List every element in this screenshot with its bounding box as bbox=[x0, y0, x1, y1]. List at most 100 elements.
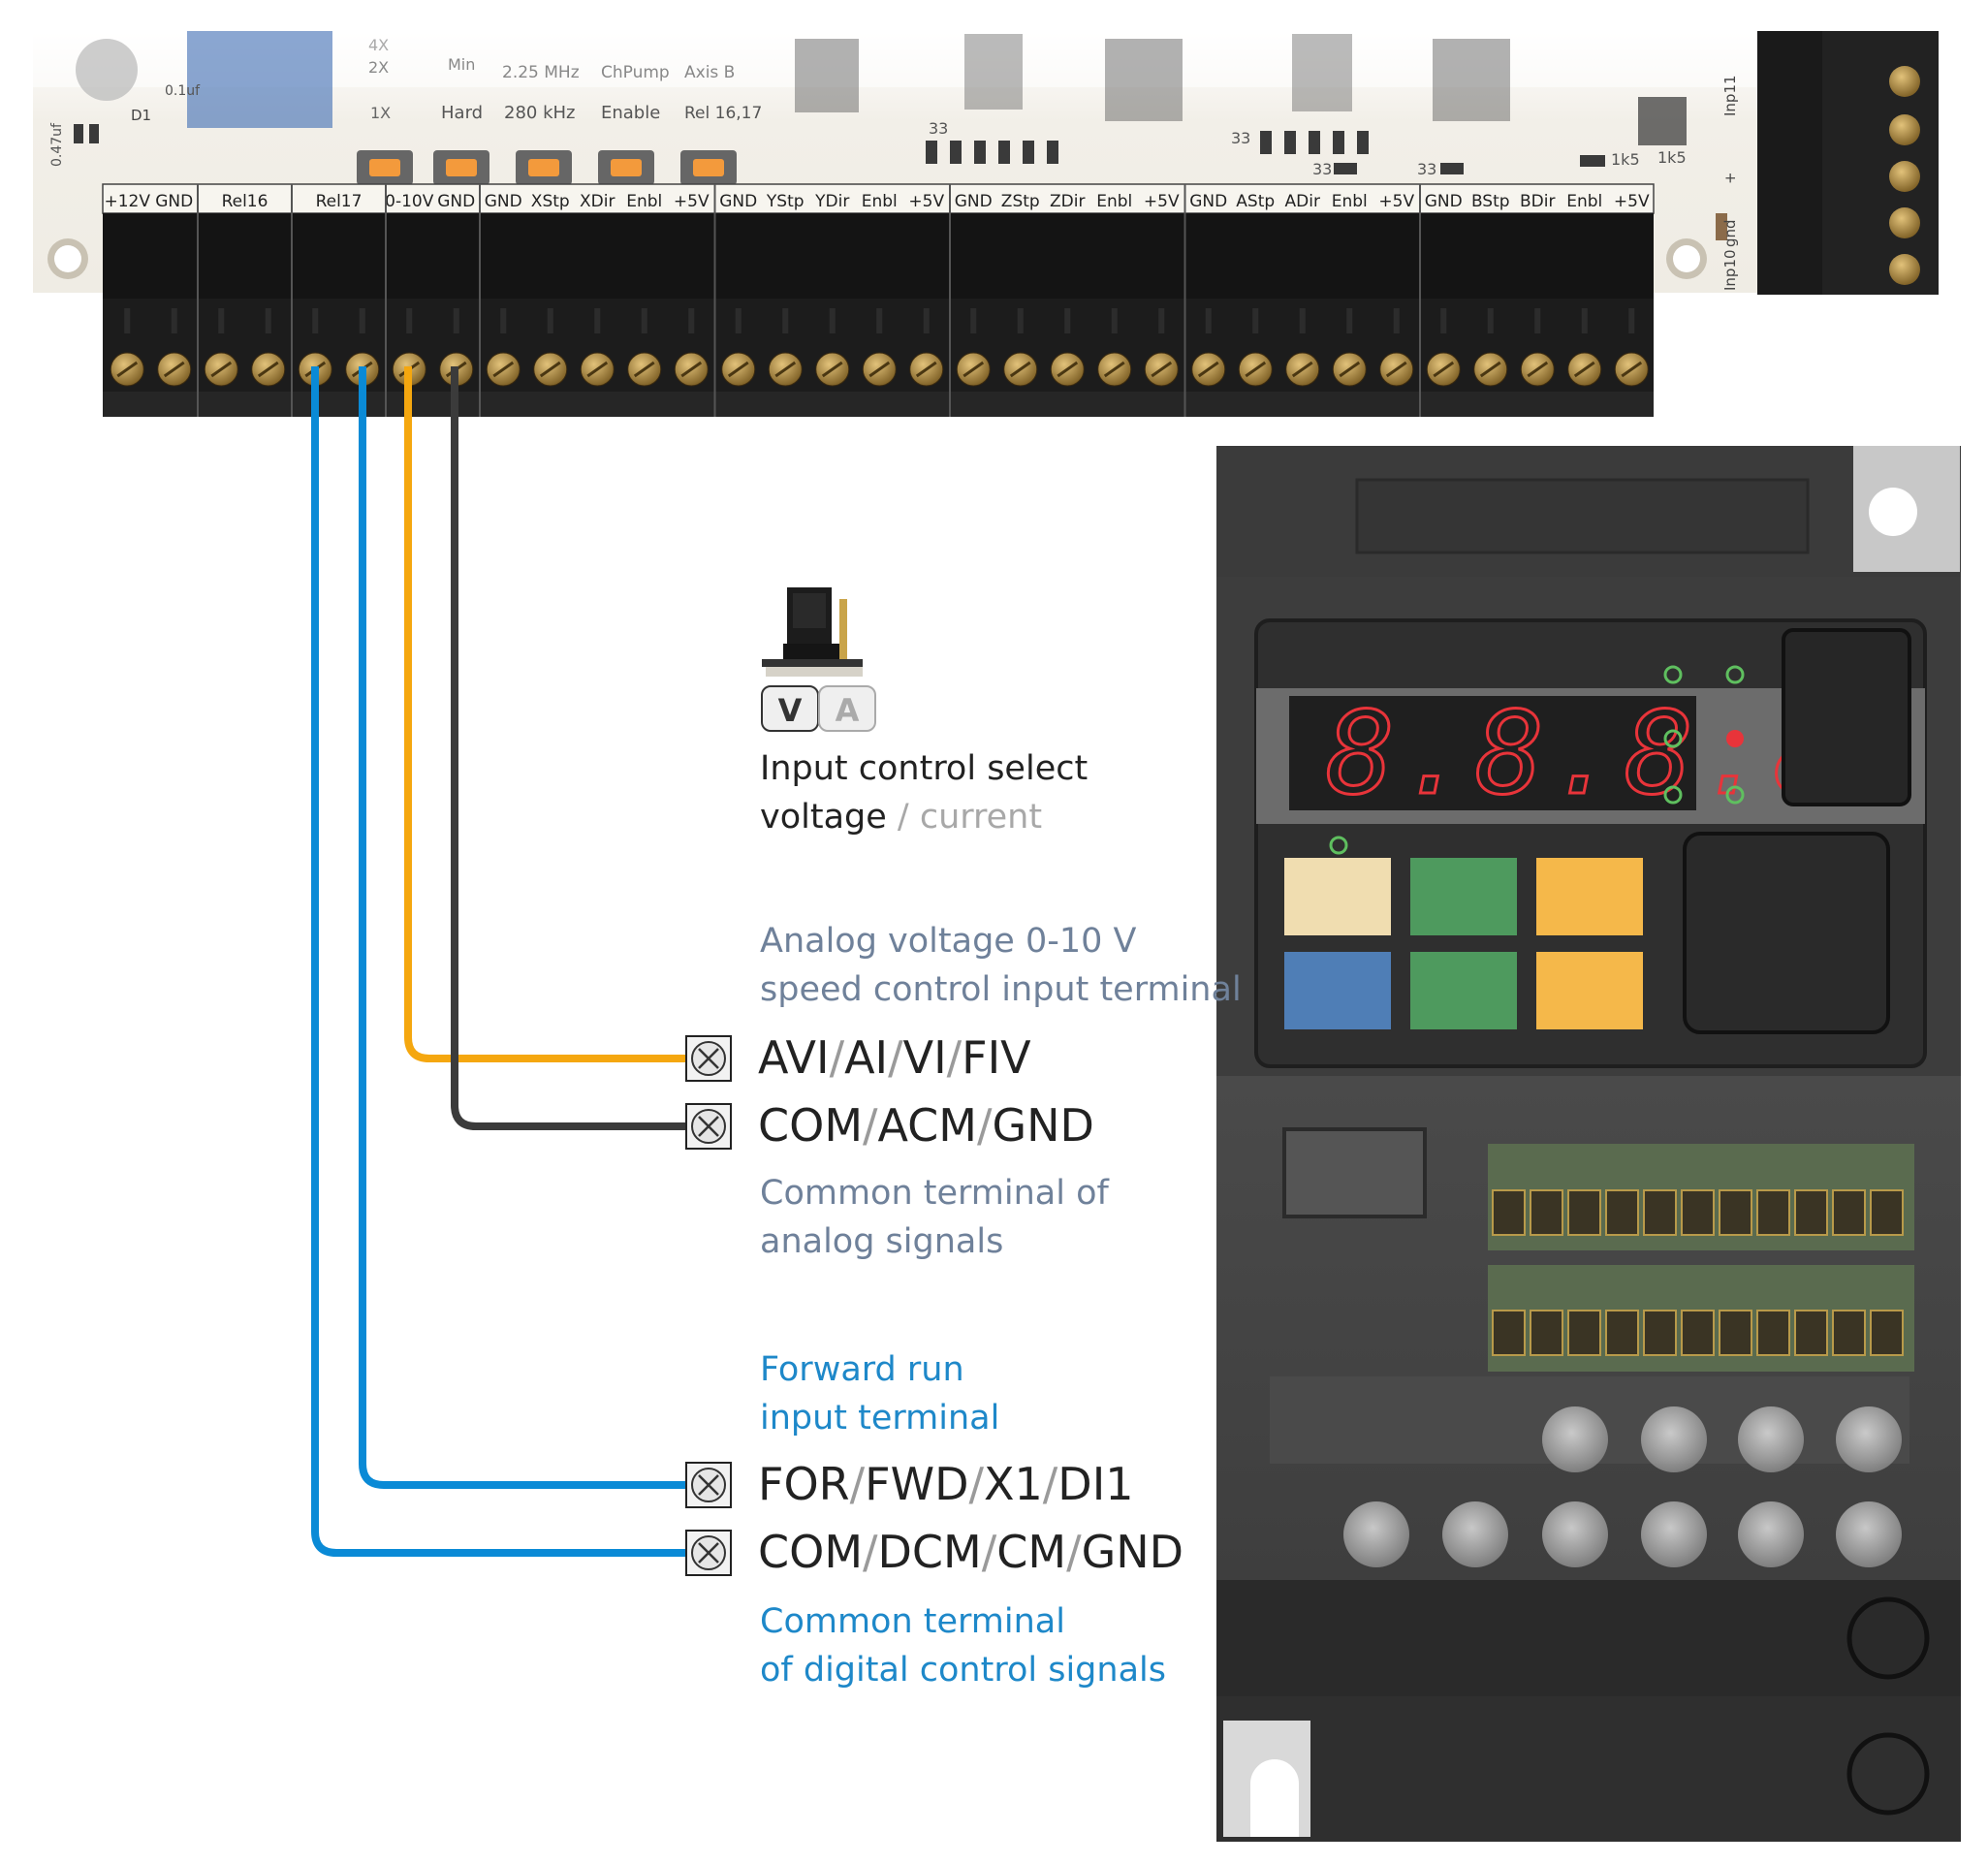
terminal-label: BStp bbox=[1471, 192, 1510, 211]
vfd-control-terminal bbox=[1567, 1189, 1601, 1236]
svg-text:1k5: 1k5 bbox=[1657, 148, 1687, 167]
terminal-pin bbox=[1252, 308, 1259, 333]
keypad-button[interactable] bbox=[1284, 952, 1391, 1029]
led-indicator bbox=[1725, 785, 1745, 805]
svg-text:Hard: Hard bbox=[441, 103, 483, 123]
terminal-label: Enbl bbox=[1566, 192, 1602, 211]
vfd-power-screw[interactable] bbox=[1836, 1406, 1902, 1472]
svg-text:gnd: gnd bbox=[1721, 219, 1739, 247]
terminal-label: GND bbox=[719, 192, 757, 211]
led-indicator bbox=[1329, 836, 1348, 855]
screw-slot bbox=[1621, 361, 1643, 378]
terminal-pin bbox=[735, 308, 742, 333]
vfd-control-terminal bbox=[1605, 1189, 1639, 1236]
screw-slot bbox=[1385, 361, 1407, 378]
vfd-power-screw[interactable] bbox=[1641, 1406, 1707, 1472]
relay-srd bbox=[187, 31, 332, 128]
digital-description-line1: Forward run bbox=[760, 1350, 964, 1389]
terminal-label: Rel16 bbox=[222, 192, 268, 211]
screw-slot bbox=[1479, 361, 1501, 378]
terminal-pin bbox=[453, 308, 459, 333]
jumper-caption-voltage: voltage bbox=[760, 798, 887, 837]
vfd-control-terminal bbox=[1492, 1310, 1526, 1356]
wire-analog-common bbox=[451, 366, 690, 1130]
screw-slot bbox=[1339, 361, 1361, 378]
terminal-pin bbox=[876, 308, 883, 333]
terminal-label: +5V bbox=[1144, 192, 1180, 211]
vfd-power-screw[interactable] bbox=[1641, 1501, 1707, 1567]
vfd-control-terminal bbox=[1605, 1310, 1639, 1356]
screw-slot bbox=[1245, 361, 1267, 378]
svg-text:2.25 MHz: 2.25 MHz bbox=[502, 63, 580, 82]
screw-slot bbox=[257, 361, 279, 378]
keypad-button[interactable] bbox=[1410, 952, 1517, 1029]
svg-text:Axis B: Axis B bbox=[684, 63, 735, 82]
vfd-power-screw[interactable] bbox=[1836, 1501, 1902, 1567]
svg-text:33: 33 bbox=[929, 119, 948, 138]
vfd-power-screw[interactable] bbox=[1442, 1501, 1508, 1567]
keypad-blank-area bbox=[1683, 832, 1890, 1034]
terminal-pin bbox=[688, 308, 695, 333]
vfd-control-terminal bbox=[1567, 1310, 1601, 1356]
wire-analog-signal bbox=[404, 366, 690, 1062]
terminal-label: GND bbox=[437, 192, 475, 211]
terminal-pin bbox=[265, 308, 271, 333]
led-indicator bbox=[1663, 729, 1683, 748]
svg-text:33: 33 bbox=[1312, 160, 1332, 178]
vfd-vent bbox=[1355, 478, 1810, 554]
terminal-pin bbox=[547, 308, 553, 333]
terminal-pin bbox=[312, 308, 319, 333]
vfd-control-terminal bbox=[1530, 1310, 1563, 1356]
vfd-mount-hole bbox=[1869, 488, 1917, 536]
keypad-button[interactable] bbox=[1284, 858, 1391, 935]
led-indicator bbox=[1725, 665, 1745, 684]
wire-digital-common bbox=[311, 366, 690, 1557]
screw-slot bbox=[868, 361, 891, 378]
vfd-base-hole bbox=[1846, 1596, 1930, 1680]
keypad-button[interactable] bbox=[1536, 952, 1643, 1029]
vfd-power-screw[interactable] bbox=[1738, 1406, 1804, 1472]
vfd-power-screw[interactable] bbox=[1343, 1501, 1409, 1567]
keypad-button[interactable] bbox=[1410, 858, 1517, 935]
screw-slot bbox=[680, 361, 703, 378]
digital-common-line2: of digital control signals bbox=[760, 1651, 1166, 1690]
vfd-power-screw[interactable] bbox=[1738, 1501, 1804, 1567]
chip-4 bbox=[1292, 34, 1352, 111]
terminal-pin bbox=[500, 308, 507, 333]
jumper-a-box bbox=[818, 685, 876, 732]
terminal-screw-icon bbox=[685, 1035, 732, 1082]
vfd-control-terminals-row1 bbox=[1492, 1189, 1904, 1236]
vfd-control-terminal bbox=[1756, 1189, 1790, 1236]
terminal-pin bbox=[1346, 308, 1353, 333]
keypad-button[interactable] bbox=[1536, 858, 1643, 935]
vfd-control-terminal bbox=[1794, 1310, 1828, 1356]
analog-common-line2: analog signals bbox=[760, 1222, 1004, 1261]
terminal-label: Rel17 bbox=[316, 192, 363, 211]
board-button-4 bbox=[611, 159, 642, 176]
svg-text:1X: 1X bbox=[370, 104, 391, 122]
vfd-control-terminal bbox=[1832, 1310, 1866, 1356]
led-indicator bbox=[1663, 665, 1683, 684]
terminal-pin bbox=[1299, 308, 1306, 333]
vfd-power-screw[interactable] bbox=[1542, 1501, 1608, 1567]
terminal-label: XDir bbox=[580, 192, 615, 211]
terminal-pin bbox=[923, 308, 930, 333]
vfd-power-screw[interactable] bbox=[1542, 1406, 1608, 1472]
screw-slot bbox=[1433, 361, 1455, 378]
terminal-pin bbox=[1440, 308, 1447, 333]
screw-slot bbox=[539, 361, 561, 378]
terminal-label: +5V bbox=[674, 192, 710, 211]
svg-text:33: 33 bbox=[1231, 129, 1250, 147]
chip-6 bbox=[1638, 97, 1687, 145]
knob-housing bbox=[1782, 628, 1911, 806]
screw-slot bbox=[1527, 361, 1549, 378]
terminal-pin bbox=[594, 308, 601, 333]
svg-text:+: + bbox=[1721, 172, 1739, 184]
chip-1 bbox=[795, 39, 859, 112]
svg-text:Inp10: Inp10 bbox=[1721, 249, 1739, 291]
terminal-label: BDir bbox=[1520, 192, 1555, 211]
terminal-screw-icon bbox=[685, 1462, 732, 1508]
terminal-pin bbox=[1534, 308, 1541, 333]
vfd-control-terminal bbox=[1530, 1189, 1563, 1236]
